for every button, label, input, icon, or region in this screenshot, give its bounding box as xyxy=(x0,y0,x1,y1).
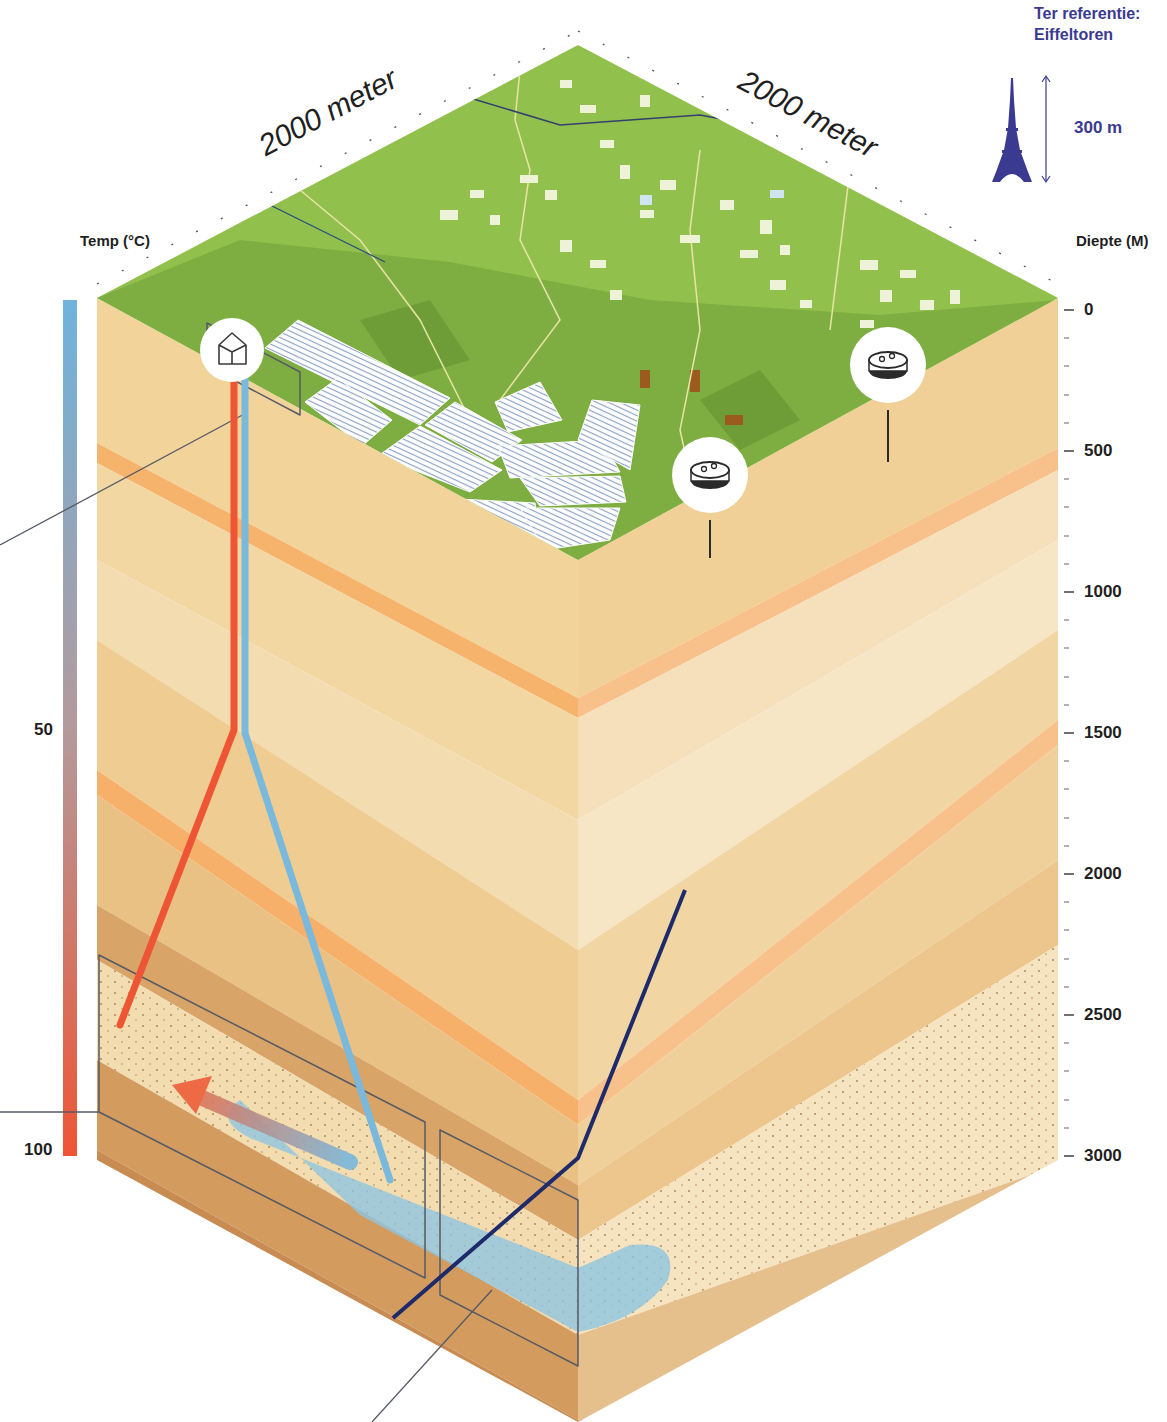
flow-arrow xyxy=(172,1076,350,1162)
reference-note: Ter referentie: Eiffeltoren xyxy=(1034,4,1162,46)
well-icon xyxy=(672,437,748,558)
depth-value: 0 xyxy=(1084,300,1093,320)
height-label: 300 m xyxy=(1074,118,1122,138)
temperature-value: 50 xyxy=(34,720,53,740)
edge-ticks xyxy=(97,31,578,284)
callout-frames xyxy=(99,323,578,1366)
height-arrow xyxy=(1042,76,1050,182)
depth-ticks xyxy=(1064,310,1074,1156)
edge-ticks xyxy=(578,31,1058,284)
axis-title: Temp (°C) xyxy=(80,232,150,249)
house-icon xyxy=(200,318,264,382)
depth-value: 2500 xyxy=(1084,1005,1122,1025)
depth-value: 3000 xyxy=(1084,1146,1122,1166)
well-line xyxy=(393,890,685,1318)
eiffel-tower-icon xyxy=(992,78,1032,182)
depth-value: 2000 xyxy=(1084,864,1122,884)
surface-details xyxy=(97,70,1058,560)
depth-minor-ticks xyxy=(1064,338,1069,1128)
axis-title: Diepte (M) xyxy=(1076,232,1149,249)
temperature-value: 100 xyxy=(24,1140,52,1160)
surface xyxy=(97,45,1058,560)
production-pipe xyxy=(120,378,234,1025)
temperature-bar xyxy=(63,300,77,1156)
depth-value: 500 xyxy=(1084,441,1112,461)
depth-value: 1000 xyxy=(1084,582,1122,602)
injection-pipe xyxy=(245,378,390,1180)
depth-value: 1500 xyxy=(1084,723,1122,743)
well-icon xyxy=(850,327,926,462)
dimension-label: 2000 meter xyxy=(253,61,403,162)
